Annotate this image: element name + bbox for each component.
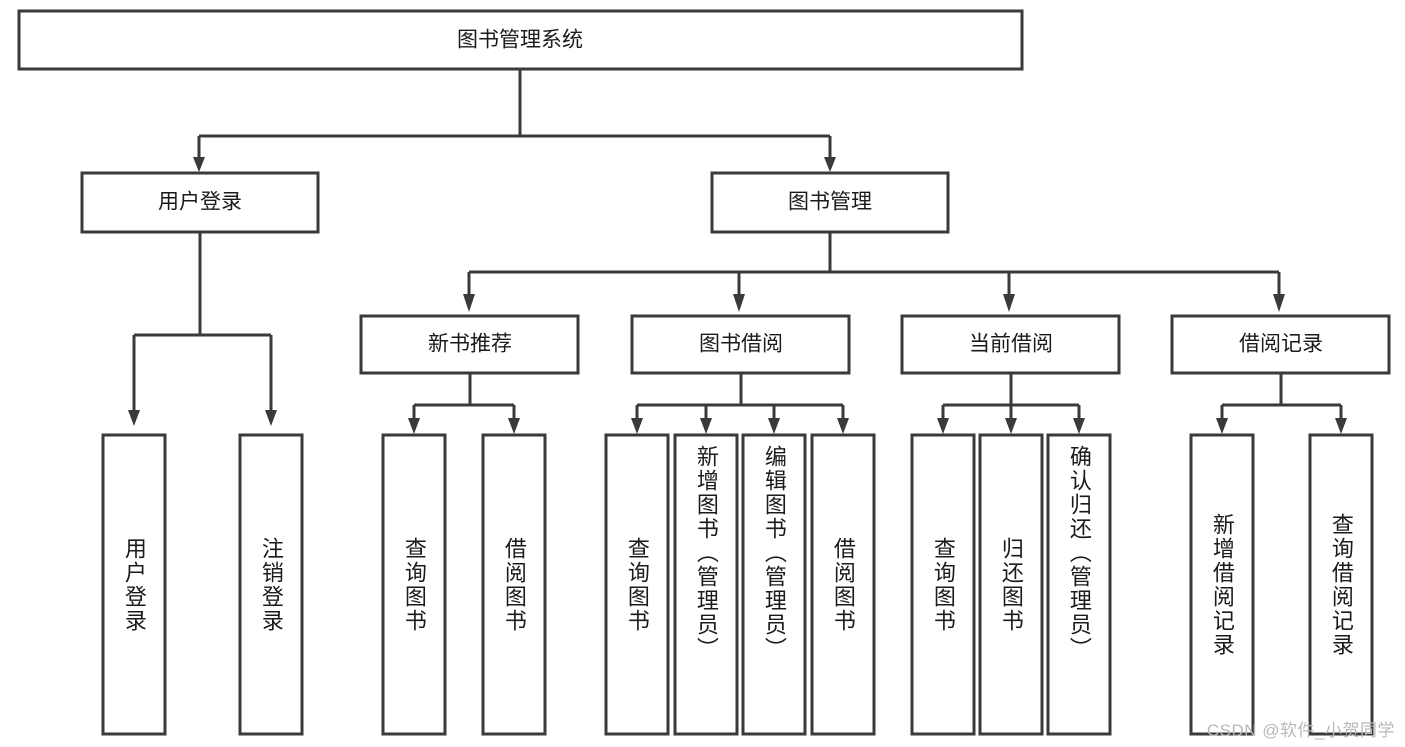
borrow-record-label: 借阅记录	[1239, 333, 1323, 356]
node-new-book-recommend[interactable]: 新书推荐	[359, 314, 580, 375]
connector-user-login-to-leaves	[128, 232, 277, 426]
arrow-to-new-book	[463, 294, 475, 312]
user-login-box	[80, 171, 320, 234]
connector-book-manage-to-level3	[463, 232, 1285, 312]
leaf-box-current-borrow-1[interactable]	[910, 433, 976, 736]
leaf-box-user-login-1[interactable]	[101, 433, 167, 736]
arrow-leaf-user-login-2	[265, 410, 277, 426]
node-user-login[interactable]: 用户登录	[80, 171, 320, 234]
book-manage-label: 图书管理	[788, 191, 872, 214]
root-label: 图书管理系统	[457, 29, 583, 52]
connector-root-to-level2	[193, 69, 836, 172]
node-book-manage[interactable]: 图书管理	[710, 171, 950, 234]
new-book-recommend-box	[359, 314, 580, 375]
leaf-box-current-borrow-2[interactable]	[978, 433, 1044, 736]
leaf-box-book-borrow-2[interactable]	[673, 433, 739, 736]
arrow-leaf-current-borrow-3	[1073, 418, 1085, 434]
arrow-to-book-borrow	[733, 294, 745, 312]
arrow-to-current-borrow	[1003, 294, 1015, 312]
current-borrow-box	[900, 314, 1121, 375]
arrow-leaf-current-borrow-2	[1005, 418, 1017, 434]
node-borrow-record[interactable]: 借阅记录	[1170, 314, 1391, 375]
arrow-leaf-new-book-2	[508, 418, 520, 434]
node-book-borrow[interactable]: 图书借阅	[630, 314, 851, 375]
node-current-borrow[interactable]: 当前借阅	[900, 314, 1121, 375]
root-box	[17, 9, 1024, 71]
arrow-leaf-user-login-1	[128, 410, 140, 426]
arrow-leaf-book-borrow-4	[837, 418, 849, 434]
arrow-leaf-new-book-1	[408, 418, 420, 434]
watermark-text: CSDN @软件_小贺同学	[1206, 721, 1395, 740]
arrow-to-borrow-record	[1273, 294, 1285, 312]
leaf-box-book-borrow-3[interactable]	[741, 433, 807, 736]
leaf-box-new-book-1[interactable]	[381, 433, 447, 736]
leaf-box-book-borrow-4[interactable]	[810, 433, 876, 736]
node-root[interactable]: 图书管理系统	[17, 9, 1024, 71]
connector-current-borrow-to-leaves	[937, 373, 1085, 434]
connector-new-book-to-leaves	[408, 373, 520, 434]
arrow-leaf-borrow-record-2	[1335, 418, 1347, 434]
arrow-leaf-borrow-record-1	[1216, 418, 1228, 434]
new-book-recommend-label: 新书推荐	[428, 333, 512, 356]
connector-borrow-record-to-leaves	[1216, 373, 1347, 434]
arrow-leaf-current-borrow-1	[937, 418, 949, 434]
arrow-leaf-book-borrow-2	[700, 418, 712, 434]
connector-book-borrow-to-leaves	[631, 373, 849, 434]
book-borrow-label: 图书借阅	[699, 333, 783, 356]
leaf-box-borrow-record-1[interactable]	[1189, 433, 1255, 736]
leaf-box-user-login-2[interactable]	[238, 433, 304, 736]
leaf-box-current-borrow-3[interactable]	[1046, 433, 1112, 736]
arrow-to-user-login	[193, 157, 205, 172]
user-login-label: 用户登录	[158, 191, 242, 214]
leaf-box-book-borrow-1[interactable]	[604, 433, 670, 736]
leaf-box-new-book-2[interactable]	[481, 433, 547, 736]
leaf-box-borrow-record-2[interactable]	[1308, 433, 1374, 736]
arrow-leaf-book-borrow-1	[631, 418, 643, 434]
arrow-leaf-book-borrow-3	[768, 418, 780, 434]
current-borrow-label: 当前借阅	[969, 333, 1053, 356]
arrow-to-book-manage	[824, 157, 836, 172]
